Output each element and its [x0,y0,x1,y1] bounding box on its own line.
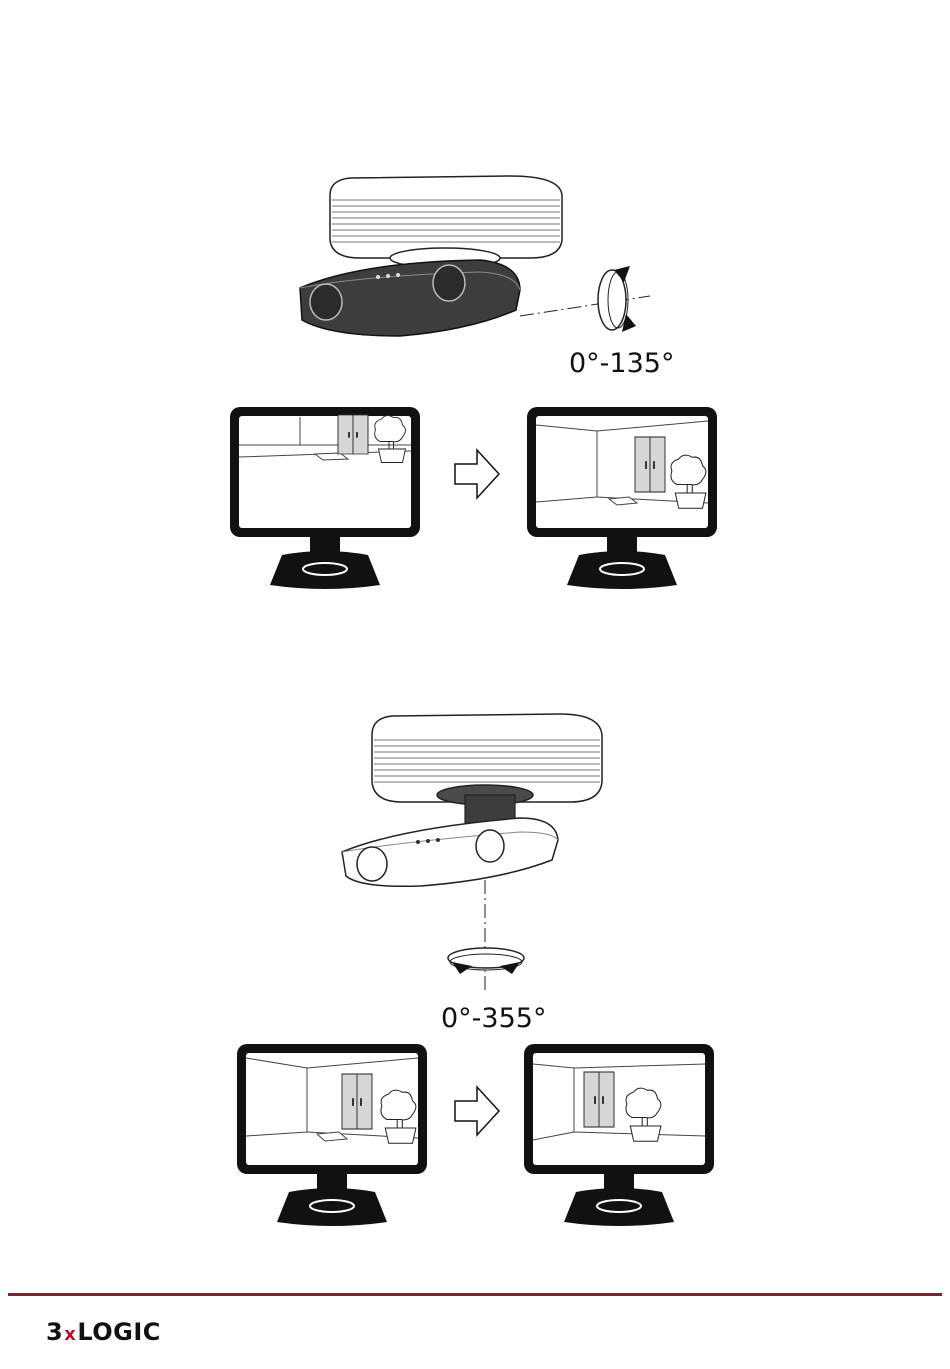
footer-divider [8,1293,942,1296]
pan-range-label: 0°-355° [441,1003,546,1034]
next-arrow-icon [455,450,499,498]
monitor-icon [524,1044,714,1226]
next-arrow-icon [455,1087,499,1135]
brand-logo: 3xLOGIC [46,1318,161,1346]
rotation-arrow-icon [598,266,636,332]
logo-suffix: LOGIC [77,1318,161,1346]
tilt-range-label: 0°-135° [569,348,674,379]
monitor-icon [230,407,420,589]
logo-prefix: 3 [46,1318,63,1346]
monitor-icon [237,1044,427,1226]
logo-x: x [64,1324,76,1345]
monitor-icon [527,407,717,589]
rotation-arrow-icon [448,948,524,974]
camera-tilt-illustration [300,176,650,336]
